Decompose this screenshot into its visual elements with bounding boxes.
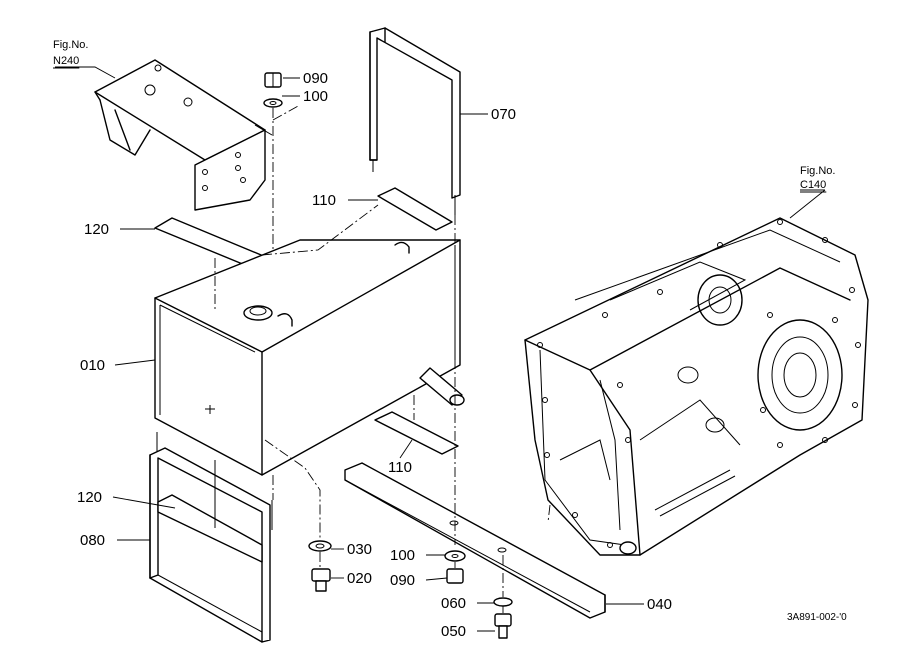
- washer-100-top: [263, 98, 283, 108]
- label-110-top: 110: [312, 192, 336, 209]
- transmission-case: [524, 217, 869, 556]
- label-090-bottom: 090: [390, 572, 415, 589]
- label-070: 070: [491, 106, 516, 123]
- washer-060: [493, 597, 513, 607]
- drawing-code: 3A891-002-'0: [787, 612, 847, 623]
- label-020: 020: [347, 570, 372, 587]
- label-080: 080: [80, 532, 105, 549]
- washer-030: [308, 540, 332, 552]
- washer-100-bottom: [444, 550, 466, 562]
- pad-110-bottom: [374, 411, 459, 455]
- leader-lines: [55, 66, 826, 632]
- band-040: [344, 462, 606, 619]
- pad-110-top: [377, 187, 453, 231]
- pad-120-bottom: [157, 460, 263, 563]
- label-110-bottom: 110: [388, 459, 412, 476]
- label-100-top: 100: [303, 88, 328, 105]
- label-120-bottom: 120: [77, 489, 102, 506]
- label-010: 010: [80, 357, 105, 374]
- fuel-tank-010: [154, 239, 465, 476]
- fig-ref-right-number: C140: [800, 179, 826, 191]
- nut-090-bottom: [446, 568, 464, 584]
- assembly-axes: [214, 104, 551, 613]
- label-100-bottom: 100: [390, 547, 415, 564]
- label-040: 040: [647, 596, 672, 613]
- plug-020: [311, 568, 331, 592]
- fig-ref-left-number: N240: [53, 55, 79, 67]
- label-090-top: 090: [303, 70, 328, 87]
- strap-070: [369, 27, 461, 215]
- nut-090-top: [264, 72, 282, 88]
- label-060: 060: [441, 595, 466, 612]
- fig-ref-left-title: Fig.No.: [53, 39, 88, 51]
- strap-080: [149, 432, 273, 643]
- bolt-050: [494, 613, 512, 639]
- mounting-bracket: [94, 59, 273, 211]
- label-050: 050: [441, 623, 466, 640]
- fig-ref-right-title: Fig.No.: [800, 165, 835, 177]
- label-030: 030: [347, 541, 372, 558]
- label-120-top: 120: [84, 221, 109, 238]
